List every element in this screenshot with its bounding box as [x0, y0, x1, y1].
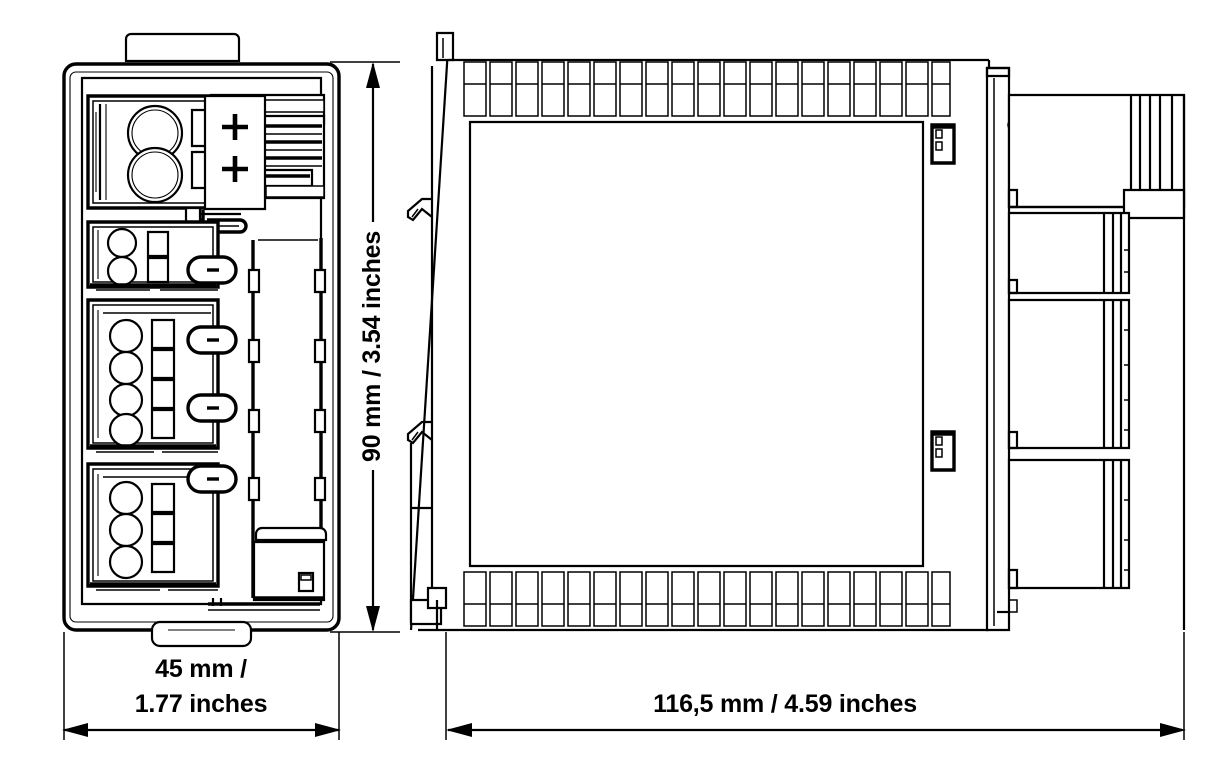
power-terminal-block — [86, 94, 226, 210]
status-slot-group — [186, 255, 238, 494]
side-latch-lower — [930, 430, 956, 472]
channel-notches-left — [247, 268, 261, 502]
front-bottom-lead — [208, 598, 320, 611]
height-dimension-label: 90 mm / 3.54 inches — [358, 231, 386, 462]
side-view — [406, 31, 1186, 632]
status-slot-1 — [186, 255, 238, 285]
depth-dimension-label: 116,5 mm / 4.59 inches — [653, 690, 917, 718]
height-dimension-line — [358, 62, 388, 632]
side-front-face-strip — [985, 66, 1019, 632]
side-center-recess — [468, 120, 925, 568]
depth-dimension-line — [446, 723, 1186, 737]
terminal-block-2 — [86, 220, 220, 291]
connector-1 — [1007, 93, 1186, 220]
channel-notches-right — [313, 268, 327, 502]
front-bottom-tab — [150, 620, 253, 648]
connector-ribs — [266, 124, 322, 167]
status-slot-2 — [186, 325, 238, 355]
width-dimension-line — [62, 723, 341, 737]
connector-4 — [1007, 458, 1131, 590]
side-latch-upper — [930, 123, 956, 165]
width-dimension-label-line2: 1.77 inches — [135, 690, 268, 718]
status-slot-4 — [186, 464, 238, 494]
plus-marker-lower — [222, 156, 248, 182]
front-view-dimensions: 90 mm / 3.54 inches 45 mm / 1.77 inches — [62, 61, 400, 740]
din-rail-clip-upper — [406, 197, 433, 222]
front-top-tab — [124, 32, 241, 63]
side-view-dimensions: 116,5 mm / 4.59 inches — [445, 632, 1186, 740]
width-dimension-label-line1: 45 mm / — [155, 655, 247, 683]
terminal-block-4 — [86, 462, 220, 591]
vent-slots-top — [463, 61, 951, 117]
connector-3 — [1007, 298, 1131, 450]
terminal-block-3 — [86, 298, 220, 453]
connector-stack — [997, 93, 1186, 630]
din-rail-foot — [409, 443, 448, 630]
status-slot-3 — [186, 393, 238, 423]
front-lower-right-panel — [252, 526, 328, 602]
front-view — [62, 32, 341, 648]
power-terminal-wire-openings — [126, 104, 184, 204]
din-rail-clip-lower — [406, 420, 433, 445]
polarity-marker-panel — [203, 94, 267, 211]
connector-2 — [1007, 211, 1131, 295]
vent-slots-bottom — [463, 571, 951, 627]
plus-marker-upper — [222, 114, 248, 140]
